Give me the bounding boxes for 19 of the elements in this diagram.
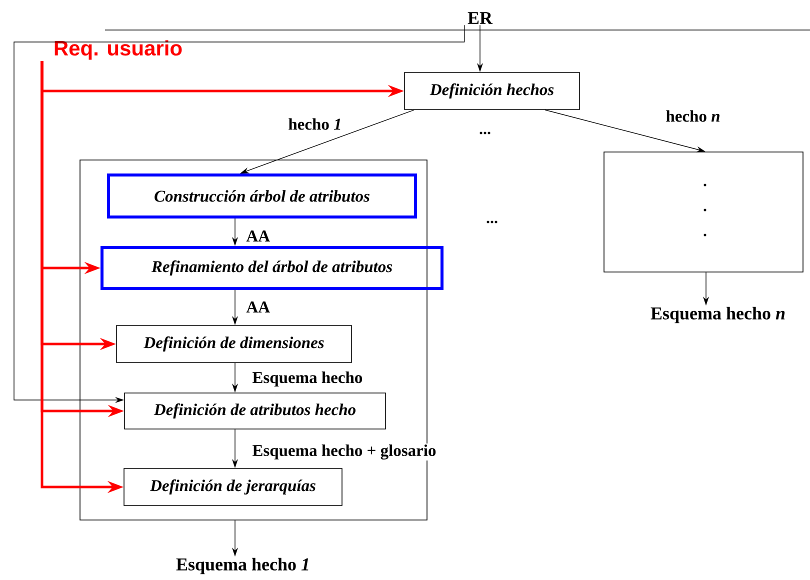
group-frame [604, 152, 804, 272]
highlighted-process-box: Construcción árbol de atributos [107, 174, 417, 218]
process-box: Definición de dimensiones [116, 325, 352, 363]
edge-label: Esquema hecho + glosario [251, 443, 438, 461]
highlighted-process-box: Refinamiento del árbol de atributos [100, 246, 444, 290]
process-box: Definición de jerarquías [124, 468, 342, 506]
ellipsis-label: ... [480, 132, 490, 134]
edge-label: hecho 1 [287, 117, 343, 131]
edge-label: AA [245, 230, 272, 242]
ellipsis-label: ... [486, 220, 498, 224]
requirement-label: Req. usuario [54, 40, 182, 60]
process-box: Definición de atributos hecho [124, 392, 386, 430]
edge-label: Esquema hecho [251, 370, 364, 388]
flow-label: ER [468, 12, 493, 24]
flow-label: Esquema hecho n [650, 306, 785, 324]
flow-label: Esquema hecho 1 [176, 558, 308, 574]
edge-label: hecho n [664, 109, 722, 123]
process-box: Definición hechos [404, 72, 580, 110]
edge-label: AA [245, 300, 272, 314]
